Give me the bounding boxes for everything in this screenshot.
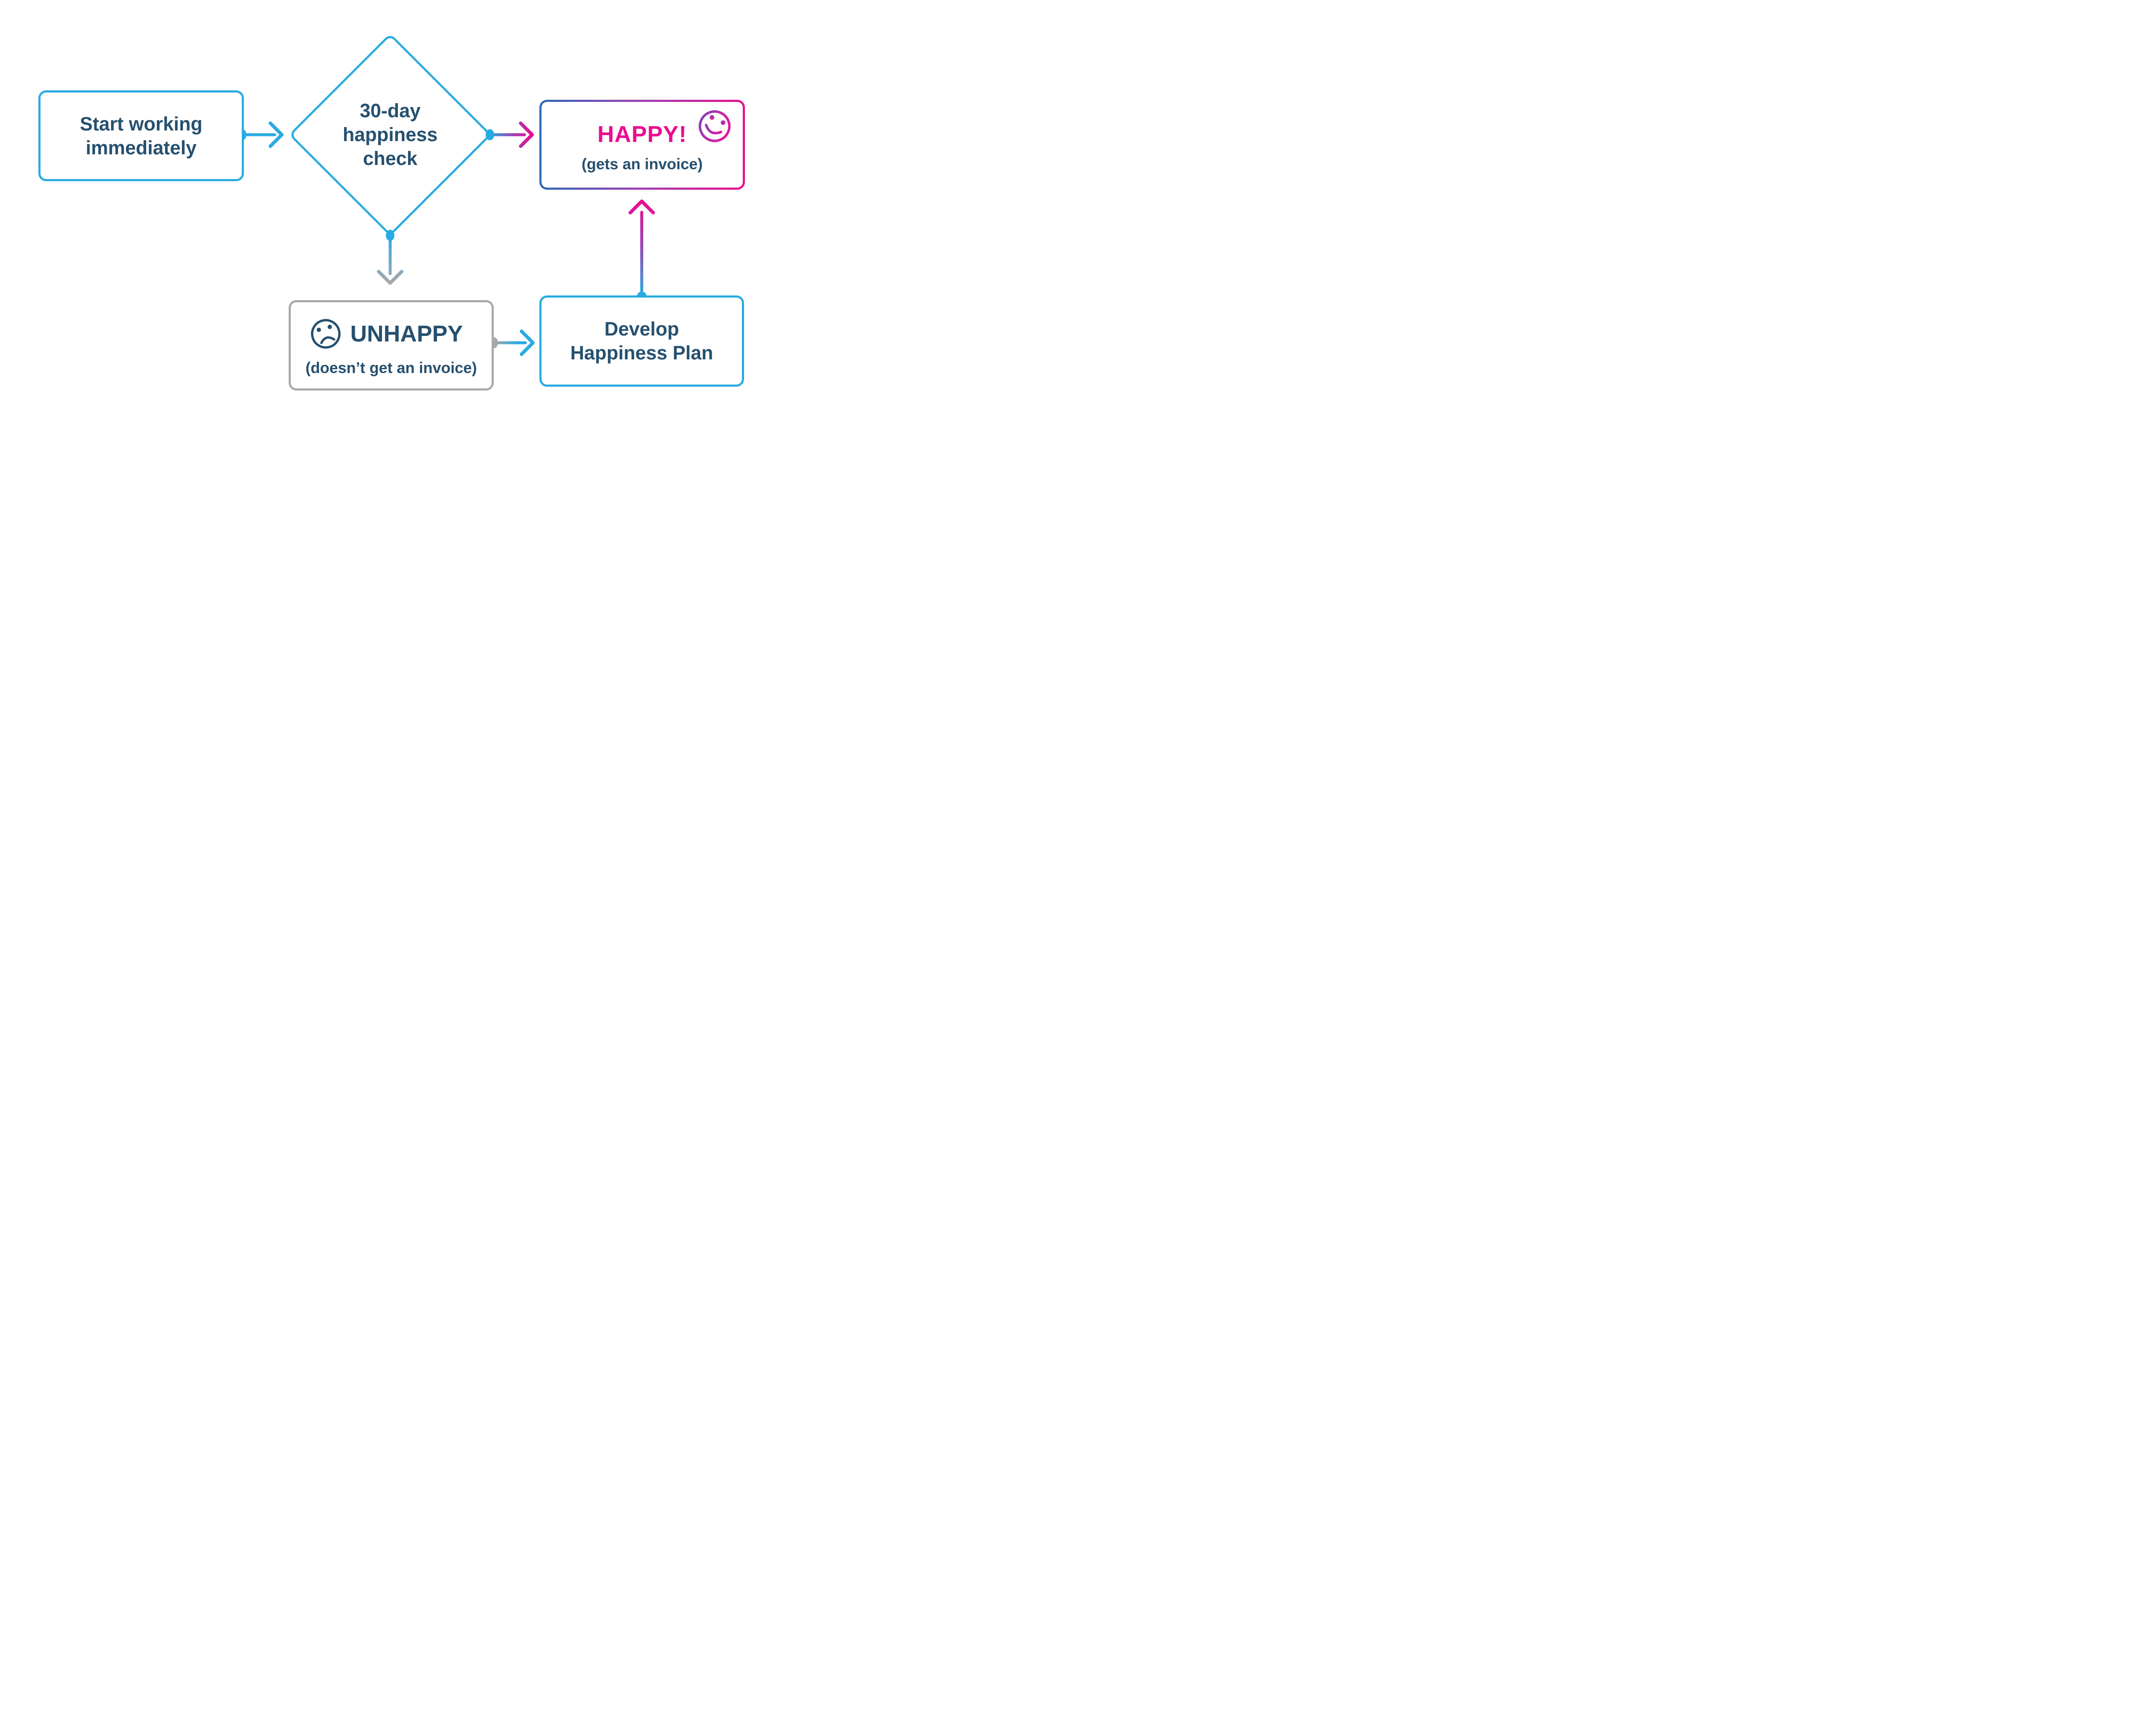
- unhappy-title-row: UNHAPPY: [309, 317, 463, 350]
- node-happy: HAPPY! (gets an invoice): [542, 102, 743, 188]
- flowchart-canvas: Start working immediately 30-day happine…: [0, 0, 789, 434]
- smiley-face-icon: [697, 108, 733, 144]
- develop-line1: Develop: [604, 318, 679, 340]
- node-develop-happiness-plan: Develop Happiness Plan: [539, 295, 744, 387]
- edge-decision-to-happy: [488, 122, 534, 148]
- frowny-face-icon: [309, 317, 342, 350]
- node-unhappy: UNHAPPY (doesn’t get an invoice): [289, 300, 494, 391]
- develop-line2: Happiness Plan: [570, 342, 713, 364]
- decision-line1: 30-day: [359, 100, 421, 122]
- node-decision-happiness-check: 30-day happiness check: [326, 94, 454, 176]
- happy-subtitle: (gets an invoice): [581, 155, 703, 173]
- decision-line3: check: [363, 148, 417, 169]
- edge-happy-dot: [486, 129, 494, 140]
- decision-diamond-shape: [291, 36, 489, 234]
- node-start-line2: immediately: [85, 136, 197, 159]
- edge-decision-to-unhappy: [377, 234, 403, 285]
- unhappy-subtitle: (doesn’t get an invoice): [305, 359, 477, 376]
- edge-unhappy-dot: [386, 230, 394, 241]
- decision-line2: happiness: [342, 124, 438, 145]
- edge-develop-to-happy: [629, 200, 655, 298]
- happy-title: HAPPY!: [597, 121, 687, 147]
- edge-start-to-decision: [240, 122, 284, 148]
- unhappy-title: UNHAPPY: [350, 321, 463, 347]
- node-happy-border: HAPPY! (gets an invoice): [539, 100, 745, 190]
- edge-unhappy-to-develop: [492, 330, 535, 356]
- node-start-working: Start working immediately: [38, 90, 244, 181]
- node-start-line1: Start working: [80, 113, 203, 135]
